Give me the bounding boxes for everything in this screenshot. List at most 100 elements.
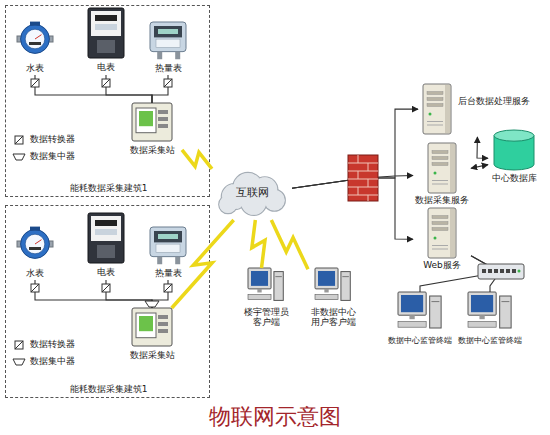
meter-panel	[154, 26, 182, 37]
switch-port	[506, 269, 510, 273]
switch-port	[494, 269, 498, 273]
connector-line	[35, 280, 152, 308]
database: 中心数据库	[488, 130, 540, 188]
wireless-link	[182, 150, 212, 169]
client-pc: 非数据中心用户客户端	[308, 268, 358, 338]
monitor-terminal: 数据中心监管终端	[386, 292, 454, 354]
power-led	[434, 172, 437, 175]
node-label: 楼宇管理员客户端	[240, 307, 292, 328]
server-case	[423, 84, 451, 134]
water-meter: 水表	[13, 18, 57, 75]
legend-text: 数据转换器	[30, 133, 75, 146]
terminal-cover	[97, 40, 115, 53]
node-label: 电表	[85, 62, 127, 72]
converter-box	[31, 284, 39, 292]
legend-item: 数据转换器	[12, 133, 75, 146]
meter-dial	[25, 29, 45, 49]
drive-slot	[427, 104, 443, 107]
converter-sample	[15, 341, 23, 349]
meter-dial	[25, 234, 45, 254]
dial-counter	[29, 247, 41, 250]
connector-line	[292, 175, 413, 188]
heat-icon	[150, 22, 186, 60]
keyboard	[315, 295, 338, 300]
drive-slot	[427, 98, 443, 101]
server: 后台数据处理服务	[418, 82, 538, 137]
water-meter: 水表	[13, 223, 57, 280]
wireless-link	[271, 220, 308, 269]
pc-icon	[398, 292, 442, 332]
switch-port	[512, 269, 516, 273]
monitor-stand	[257, 289, 261, 293]
station-button	[158, 124, 168, 128]
converter-sample	[15, 136, 23, 144]
meter-case	[88, 213, 124, 263]
meter-case	[88, 8, 124, 58]
firewall-wall	[348, 155, 378, 201]
vent-line	[432, 180, 448, 181]
elec-icon	[88, 213, 124, 263]
drive-slot	[427, 92, 443, 95]
converter-diagonal	[102, 284, 110, 292]
station-button	[158, 110, 168, 114]
pc-icon	[315, 268, 351, 304]
figure-caption: 物联网示意图	[0, 402, 550, 432]
legend-sample	[12, 151, 26, 163]
node-label: 互联网	[212, 187, 292, 200]
station-panel	[136, 313, 156, 338]
converter-diagonal	[164, 284, 172, 292]
legend-sample	[12, 356, 26, 368]
meter-case	[150, 22, 186, 52]
converter-symbol	[164, 284, 172, 292]
connector-line	[292, 178, 413, 239]
legend-sample	[12, 134, 26, 146]
meter-plate	[95, 229, 117, 235]
power-led	[429, 113, 432, 116]
pipe-stub	[175, 52, 180, 60]
dial-needle	[35, 240, 41, 244]
node-label: 水表	[13, 63, 57, 73]
server: 数据采集服务	[413, 143, 471, 206]
node-label: 数据采集站	[122, 145, 182, 155]
meter-plate	[156, 244, 180, 252]
connector-line	[152, 75, 168, 103]
meter-panel	[154, 231, 182, 242]
station-button	[158, 329, 168, 333]
server-case	[428, 143, 456, 193]
monitor-screen	[318, 271, 335, 286]
server-side	[445, 85, 450, 133]
connector-line	[152, 280, 168, 308]
vent-line	[432, 245, 448, 246]
converter-symbol	[31, 79, 39, 87]
meter-body	[21, 25, 50, 54]
monitor-stand	[479, 315, 484, 319]
monitor-frame	[248, 268, 271, 289]
connector-line	[477, 137, 488, 158]
node-label: 数据采集站	[122, 350, 182, 360]
server-side	[450, 144, 455, 192]
network-switch	[478, 264, 524, 279]
collection-station: 数据采集站	[122, 103, 182, 159]
converter-diagonal	[31, 284, 39, 292]
firewall-bricks	[348, 155, 378, 201]
concentrator-sample	[13, 359, 25, 365]
concentrator-symbol	[145, 301, 159, 307]
pipe-stub	[157, 52, 162, 60]
converter-symbol	[164, 79, 172, 87]
connector-line	[471, 256, 500, 292]
drive-slot	[432, 216, 448, 219]
node-label: Web服务	[413, 260, 471, 270]
concentrator-sample	[13, 154, 25, 160]
electric-meter: 电表	[85, 8, 127, 75]
drive-slot	[432, 228, 448, 231]
pc-tower	[341, 272, 350, 301]
connector-line	[35, 75, 152, 103]
monitor-frame	[398, 292, 426, 315]
monitor-stand	[324, 289, 328, 293]
switch-port	[500, 269, 504, 273]
zone-title: 能耗数据采集建筑1	[6, 183, 211, 193]
monitor-terminal: 数据中心监管终端	[456, 292, 524, 354]
